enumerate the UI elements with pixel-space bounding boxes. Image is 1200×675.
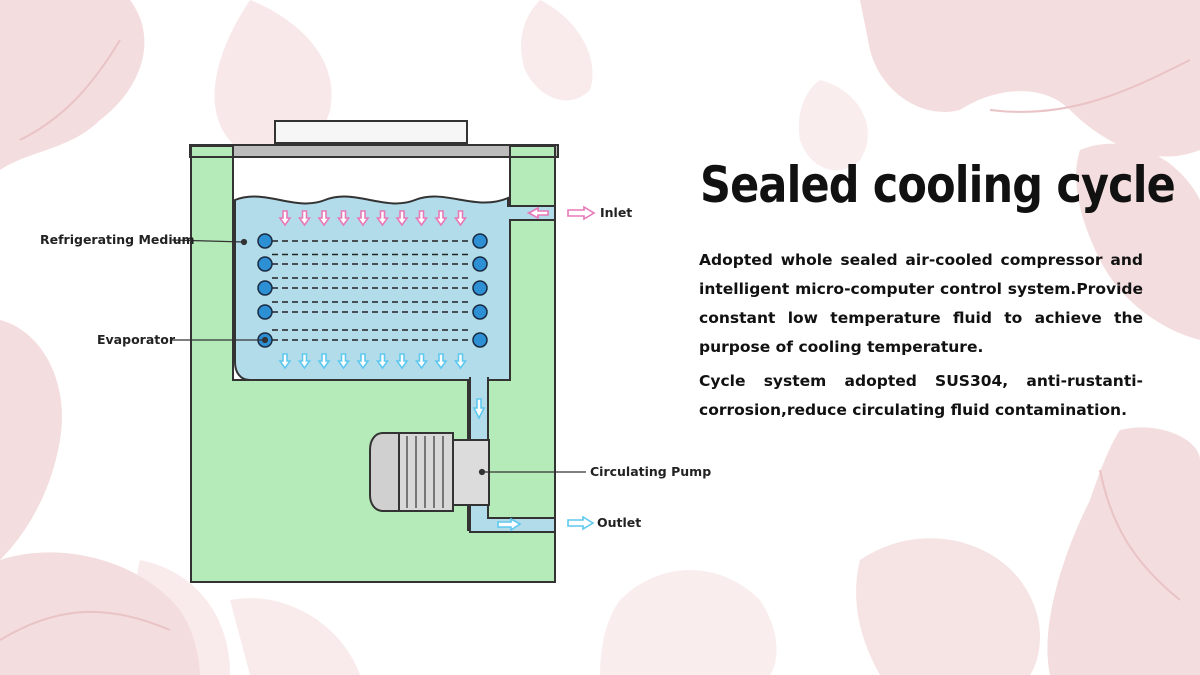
- flow-arrow: [375, 353, 390, 370]
- flow-arrow: [414, 210, 429, 227]
- leaf-veins: [0, 39, 1191, 641]
- return-flow-arrow: [472, 398, 486, 420]
- description-paragraph-2: Cycle system adopted SUS304, anti-rustan…: [699, 372, 1143, 419]
- inlet-flow-arrow-head: [527, 206, 549, 220]
- flow-arrow: [336, 210, 351, 227]
- flow-arrow: [453, 353, 468, 370]
- flow-arrow: [356, 353, 370, 370]
- tank-lid: [189, 144, 559, 158]
- coil-end: [257, 256, 273, 272]
- coil-end: [257, 280, 273, 296]
- outlet-external-arrow: [567, 515, 595, 531]
- description-paragraph-1: Adopted whole sealed air-cooled compress…: [699, 251, 1143, 356]
- coil-end: [472, 304, 488, 320]
- flow-arrow: [434, 210, 448, 227]
- flow-arrow: [395, 353, 409, 370]
- coil-end: [472, 332, 488, 348]
- label-inlet: Inlet: [600, 205, 632, 220]
- flow-arrow: [434, 353, 448, 370]
- inflow-arrows: [278, 210, 468, 227]
- tank-lid-handle: [274, 120, 468, 144]
- flow-arrow: [395, 210, 409, 227]
- coil-end: [257, 304, 273, 320]
- flow-arrow: [414, 353, 429, 370]
- flow-arrow: [317, 353, 331, 370]
- flow-arrow: [356, 210, 370, 227]
- coil-end: [257, 233, 273, 249]
- label-evaporator: Evaporator: [97, 332, 176, 347]
- flow-arrow: [278, 353, 292, 370]
- label-outlet: Outlet: [597, 515, 641, 530]
- page-title: Sealed cooling cycle: [700, 156, 1176, 214]
- flow-arrow: [278, 210, 292, 227]
- coil-end: [472, 233, 488, 249]
- flow-arrow: [336, 353, 351, 370]
- label-refrigerating-medium: Refrigerating Medium: [40, 232, 195, 247]
- leader-lines: [171, 238, 586, 476]
- flow-arrow: [297, 353, 312, 370]
- inlet-external-arrow: [567, 205, 596, 221]
- inlet-pipe-joint: [506, 207, 514, 219]
- flow-arrow: [375, 210, 390, 227]
- coil-end: [472, 256, 488, 272]
- evaporator-coils: [257, 233, 488, 348]
- flow-arrow: [453, 210, 468, 227]
- coil-end: [472, 280, 488, 296]
- flow-arrow: [297, 210, 312, 227]
- outflow-arrows: [278, 353, 468, 370]
- flow-arrow: [317, 210, 331, 227]
- return-pipe-joint: [471, 376, 487, 382]
- label-circulating-pump: Circulating Pump: [590, 464, 711, 479]
- outlet-flow-arrow: [497, 517, 522, 532]
- circulating-pump: [369, 432, 490, 512]
